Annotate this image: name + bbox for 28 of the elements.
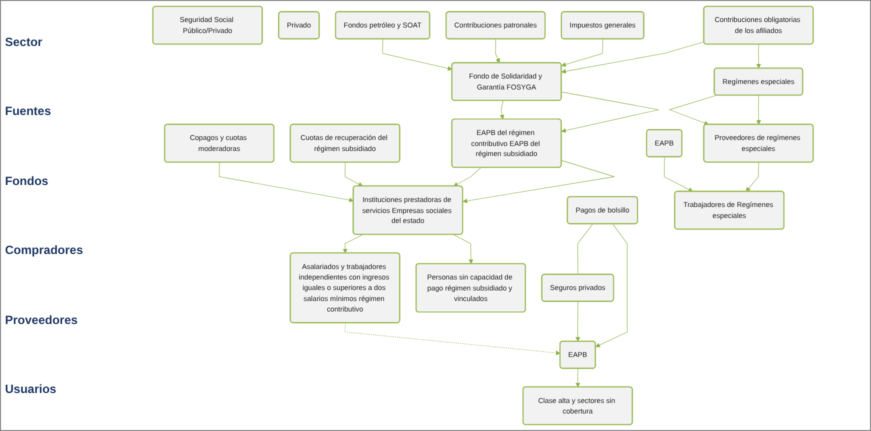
arrow — [218, 162, 354, 202]
arrow — [495, 38, 500, 64]
row-label: Compradores — [5, 243, 84, 258]
arrow — [561, 42, 704, 74]
row-label: Fuentes — [5, 104, 52, 118]
row-label: Usuarios — [5, 382, 58, 396]
arrow — [382, 38, 452, 71]
arrow — [344, 322, 560, 356]
arrow — [453, 167, 482, 186]
arrow — [561, 92, 660, 133]
arrow — [453, 234, 474, 264]
arrow — [595, 224, 628, 348]
row-label: Sector — [5, 34, 44, 49]
arrow — [756, 44, 762, 68]
arrow — [756, 95, 762, 125]
arrow — [664, 156, 694, 192]
arrow — [575, 301, 580, 342]
arrow — [746, 162, 759, 192]
connector — [577, 224, 593, 275]
arrow — [342, 234, 363, 254]
row-label: Proveedores — [5, 312, 79, 327]
arrow — [462, 160, 615, 204]
row-label: Fondos — [5, 174, 50, 188]
arrow — [561, 38, 604, 67]
arrow — [344, 162, 363, 186]
arrow — [500, 100, 504, 120]
arrow — [575, 368, 580, 388]
arrow — [668, 94, 717, 126]
